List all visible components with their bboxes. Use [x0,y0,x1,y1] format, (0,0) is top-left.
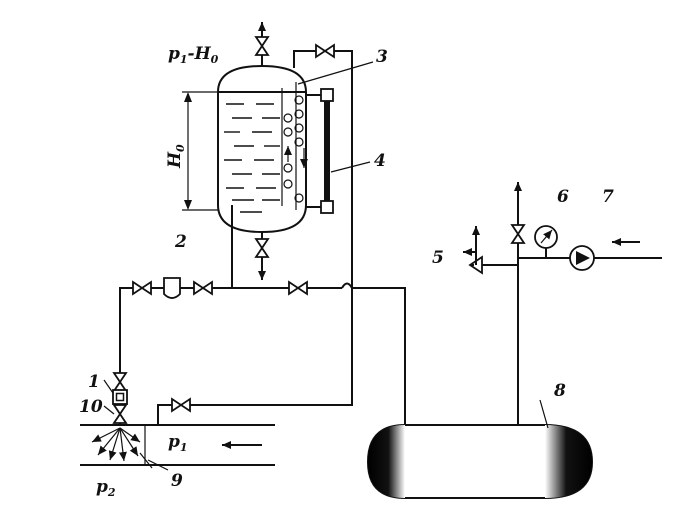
label-7: 7 [602,187,614,207]
level-gauge [306,88,334,214]
label-5: 5 [432,248,444,268]
label-6: 6 [557,187,569,207]
manifold [119,277,406,425]
level-height-label: H0 [165,144,187,169]
label-2: 2 [174,232,187,252]
valve-icon[interactable] [288,281,308,295]
bubbles [283,95,304,203]
label-4: 4 [374,151,386,171]
tank-pressure-label: p1-H0 [168,44,219,66]
pipe-pressure-p1: p1 [168,432,188,454]
liquid-fill [224,103,280,213]
pipe-branch [157,288,353,425]
valve-icon[interactable] [113,372,127,392]
pressure-gauge-icon [534,225,558,258]
relief-valve-icon[interactable] [463,226,483,275]
top-bypass [293,44,353,288]
sampling-branch [112,372,128,425]
valve-icon[interactable] [193,281,213,295]
valve-icon[interactable] [171,398,191,412]
valve-icon[interactable] [113,404,127,424]
label-9: 9 [171,471,183,491]
top-vent [255,22,269,66]
valve-icon[interactable] [132,281,152,295]
pump-icon [569,245,595,271]
label-10: 10 [79,397,103,417]
upper-tank [217,64,308,234]
pipe-pressure-p2: p2 [96,477,116,499]
label-8: 8 [553,381,566,401]
valve-icon[interactable] [255,238,269,258]
label-3: 3 [376,47,388,67]
receiver-tank [366,424,594,499]
valve-icon[interactable] [315,44,335,58]
valve-icon[interactable] [255,36,269,56]
spray [91,427,141,462]
valve-icon[interactable] [511,224,525,244]
supply-line [463,182,662,425]
filter-icon [163,277,181,299]
label-1: 1 [88,372,100,392]
level-dimension [182,91,218,211]
bottom-drain [255,232,269,280]
leader-lines [103,61,549,471]
flow-pipe [80,424,275,469]
